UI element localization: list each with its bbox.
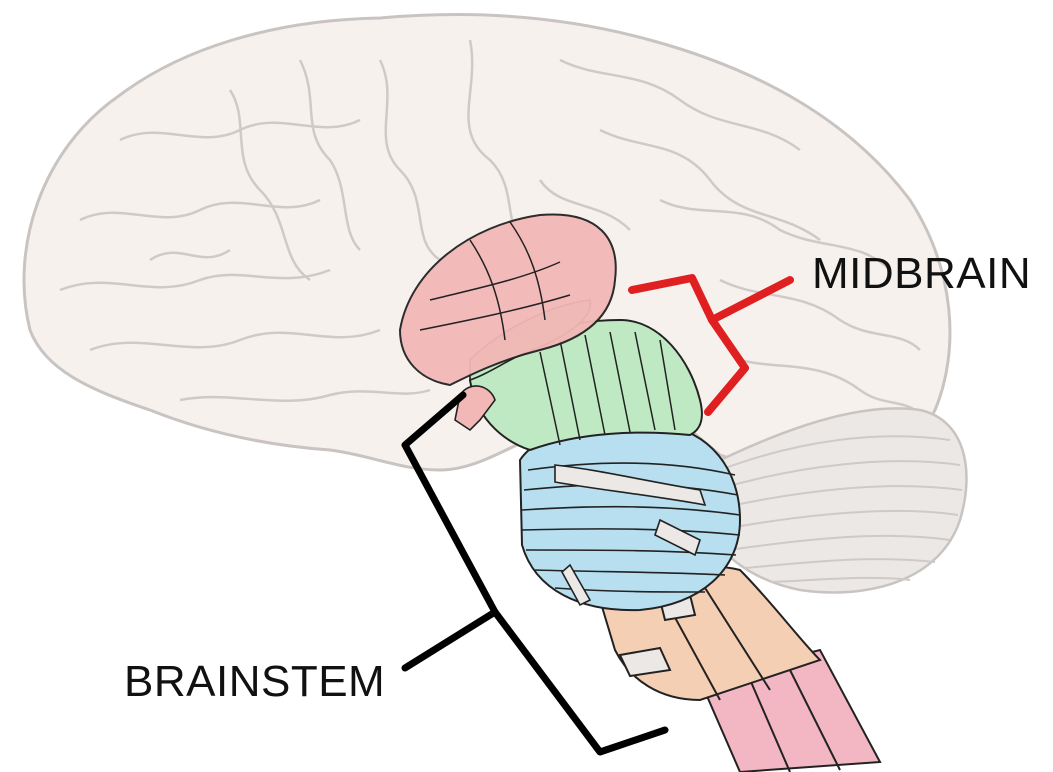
pons (520, 424, 740, 610)
midbrain-label: MIDBRAIN (812, 252, 1031, 296)
brainstem-label: BRAINSTEM (124, 660, 385, 704)
